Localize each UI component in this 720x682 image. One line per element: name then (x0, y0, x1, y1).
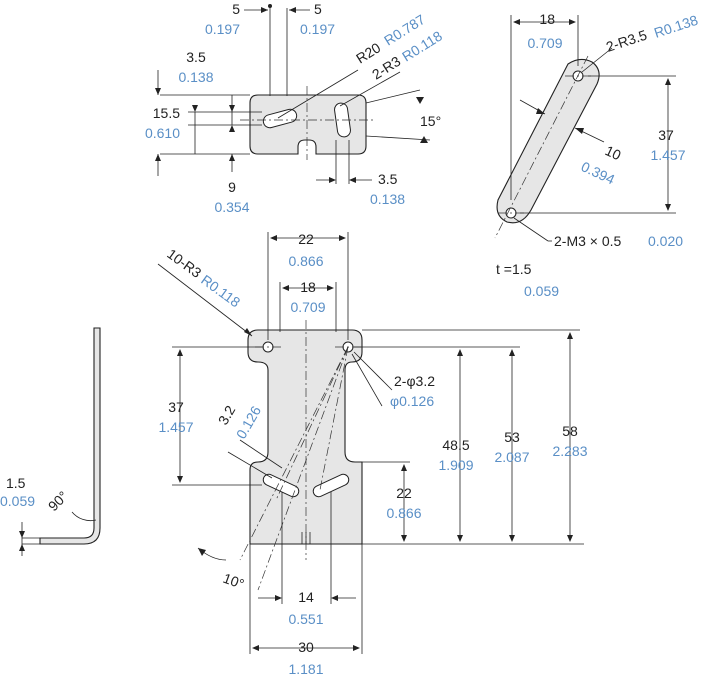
lbl-18b-in: 0.709 (290, 299, 325, 315)
lbl-10r3: 10-R3 (164, 245, 204, 280)
lbl-m3: 2-M3 × 0.5 (554, 233, 622, 249)
lbl-22a: 22 (298, 231, 314, 247)
lbl-18a-in: 0.709 (527, 35, 562, 51)
lbl-top5b: 5 (314, 1, 322, 17)
lbl-t15: t =1.5 (496, 261, 532, 277)
lbl-2r3p5-in: R0.138 (652, 12, 700, 41)
lbl-37a-in: 1.457 (650, 147, 685, 163)
lbl-3p2: 3.2 (215, 402, 239, 427)
front-slot-right (312, 473, 350, 498)
lbl-22a-in: 0.866 (288, 253, 323, 269)
lbl-53: 53 (504, 429, 520, 445)
front-view-body (247, 329, 363, 545)
lbl-48p5: 48.5 (442, 437, 469, 453)
arm-view: 18 0.709 2-R3.5 R0.138 37 1.457 10 0.394… (494, 11, 700, 299)
lbl-22b-in: 0.866 (386, 505, 421, 521)
lbl-37b: 37 (168, 399, 184, 415)
lbl-1p5: 1.5 (6, 475, 26, 491)
lbl-9: 9 (228, 179, 236, 195)
side-view-body (39, 327, 101, 545)
side-view: 1.5 0.059 90° (0, 327, 101, 556)
lbl-90deg: 90° (45, 488, 71, 514)
lbl-15p5-in: 0.610 (145, 125, 180, 141)
arm-view-body (496, 58, 600, 224)
lbl-10: 10 (603, 142, 624, 163)
lbl-9-in: 0.354 (214, 199, 249, 215)
lbl-3p5b: 3.5 (378, 171, 398, 187)
top-view: 5 0.197 5 0.197 R20 R0.787 2-R3 R0.118 3… (145, 1, 445, 215)
lbl-30-in: 1.181 (288, 661, 323, 677)
lbl-37b-in: 1.457 (158, 419, 193, 435)
front-slot-left (262, 473, 300, 498)
lbl-48p5-in: 1.909 (438, 457, 473, 473)
lbl-15deg: 15° (420, 113, 441, 129)
lbl-22b: 22 (396, 485, 412, 501)
lbl-30: 30 (298, 639, 314, 655)
lbl-top5b-in: 0.197 (300, 21, 335, 37)
lbl-14: 14 (298, 589, 314, 605)
lbl-15p5: 15.5 (153, 105, 180, 121)
lbl-3p5a-in: 0.138 (178, 69, 213, 85)
lbl-phi: 2-φ3.2 (394, 373, 435, 389)
top-slot-horizontal (262, 108, 298, 129)
lbl-3p2-in: 0.126 (233, 403, 264, 442)
lbl-1p5-in: 0.059 (0, 493, 35, 509)
lbl-18b: 18 (300, 279, 316, 295)
lbl-10-in: 0.394 (579, 158, 618, 187)
front-view: 22 0.866 10-R3 R0.118 18 0.709 2-φ3.2 φ0… (157, 231, 588, 677)
lbl-t15-in: 0.059 (524, 283, 559, 299)
lbl-58: 58 (562, 423, 578, 439)
lbl-m3-in: 0.020 (648, 233, 683, 249)
lbl-3p5a: 3.5 (186, 49, 206, 65)
lbl-10deg: 10° (221, 570, 246, 592)
lbl-10r3-in: R0.118 (198, 271, 243, 310)
lbl-53-in: 2.087 (494, 449, 529, 465)
lbl-top5a-in: 0.197 (205, 21, 240, 37)
lbl-3p5b-in: 0.138 (370, 191, 405, 207)
lbl-top5a: 5 (232, 1, 240, 17)
lbl-2r3p5: 2-R3.5 (604, 27, 649, 55)
lbl-phi-in: φ0.126 (390, 393, 434, 409)
lbl-58-in: 2.283 (552, 443, 587, 459)
lbl-14-in: 0.551 (288, 611, 323, 627)
lbl-18a: 18 (539, 11, 555, 27)
lbl-37a: 37 (658, 127, 674, 143)
